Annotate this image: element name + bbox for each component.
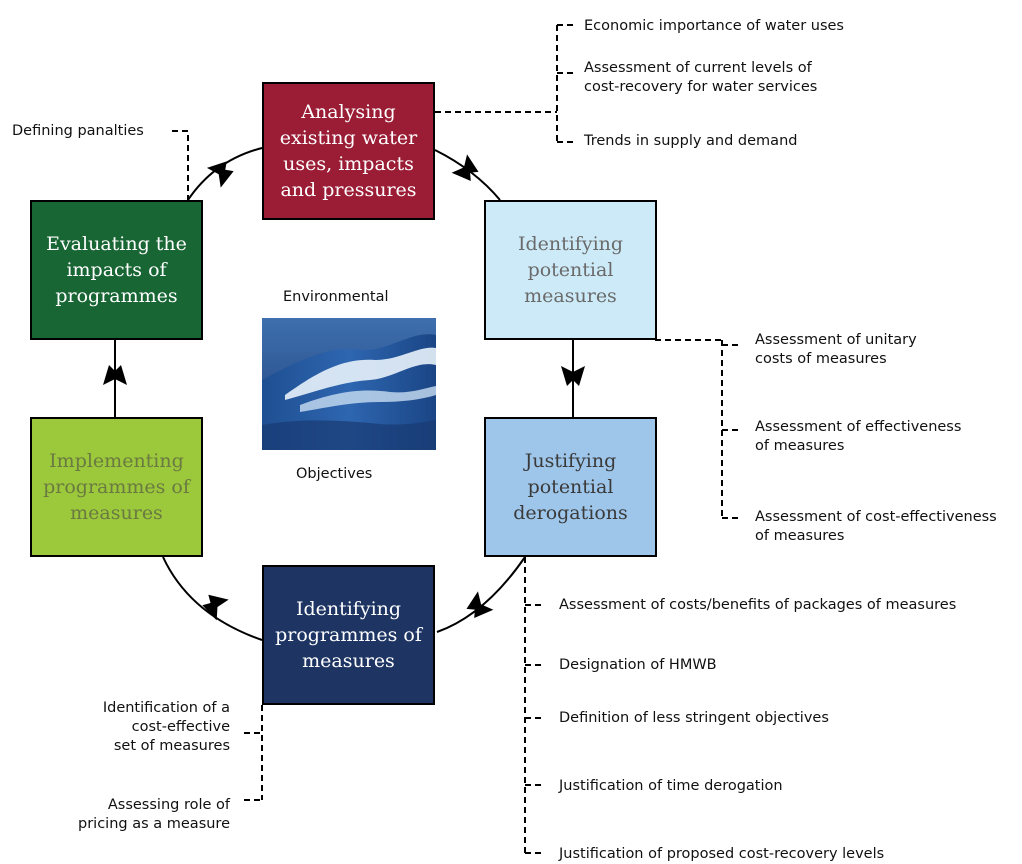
note-costs-benefits: Assessment of costs/benefits of packages… [559,597,957,613]
note-less-stringent: Definition of less stringent objectives [559,710,829,726]
arc-programmes-to-implementing [162,556,263,641]
cycle-arrowheads [103,154,585,621]
arrow-to-programmes-icon [466,591,494,619]
identifying-measures-box: Identifying potential measures [484,200,657,340]
note-hmwb: Designation of HMWB [559,657,717,673]
note-trends: Trends in supply and demand [584,133,798,149]
analysing-box: Analysing existing water uses, impacts a… [262,82,435,220]
note-cost-effectiveness: Assessment of cost-effectiveness of meas… [755,509,997,544]
note-economic-importance: Economic importance of water uses [584,18,844,34]
arrow-to-implementing-icon [202,594,229,621]
callout-justifying-ticks [525,604,545,854]
callout-identifying-ticks [722,344,740,519]
note-proposed-cost-recovery: Justification of proposed cost-recovery … [559,846,885,862]
justifying-box: Justifying potential derogations [484,417,657,557]
note-cost-recovery-levels: Assessment of current levels of cost-rec… [584,60,818,95]
implementing-box: Implementing programmes of measures [30,417,203,557]
environmental-label: Environmental [283,289,389,305]
callout-lines [172,24,740,855]
evaluating-label: Evaluating the impacts of programmes [46,233,187,307]
note-effectiveness: Assessment of effectiveness of measures [755,419,962,454]
identifying-measures-label: Identifying potential measures [517,233,624,307]
arrow-to-evaluating-icon [103,365,127,385]
note-defining-penalties: Defining panalties [12,123,144,139]
identifying-programmes-label: Identifying programmes of measures [275,598,422,672]
objectives-label: Objectives [296,466,373,482]
note-cost-effective-set: Identification of a cost-effective set o… [102,700,230,754]
justifying-label: Justifying potential derogations [513,450,628,524]
arrow-to-identifying-icon [451,154,479,182]
ocean-wave-image [262,318,436,450]
evaluating-box: Evaluating the impacts of programmes [30,200,203,340]
arc-justifying-to-programmes [436,556,526,633]
identifying-programmes-box: Identifying programmes of measures [262,565,435,705]
arc-analysing-to-identifying [434,149,501,201]
analysing-label: Analysing existing water uses, impacts a… [279,101,418,201]
arrow-to-analysing-icon [206,161,234,188]
callout-analysing-ticks [557,24,575,143]
callout-programmes-ticks [244,732,262,801]
note-time-derogation: Justification of time derogation [559,778,783,794]
note-unitary-costs: Assessment of unitary costs of measures [755,332,917,367]
note-pricing-role: Assessing role of pricing as a measure [78,797,230,832]
arrow-to-justifying-icon [561,366,585,386]
implementing-label: Implementing programmes of measures [43,450,190,524]
callout-penalties [172,130,189,200]
